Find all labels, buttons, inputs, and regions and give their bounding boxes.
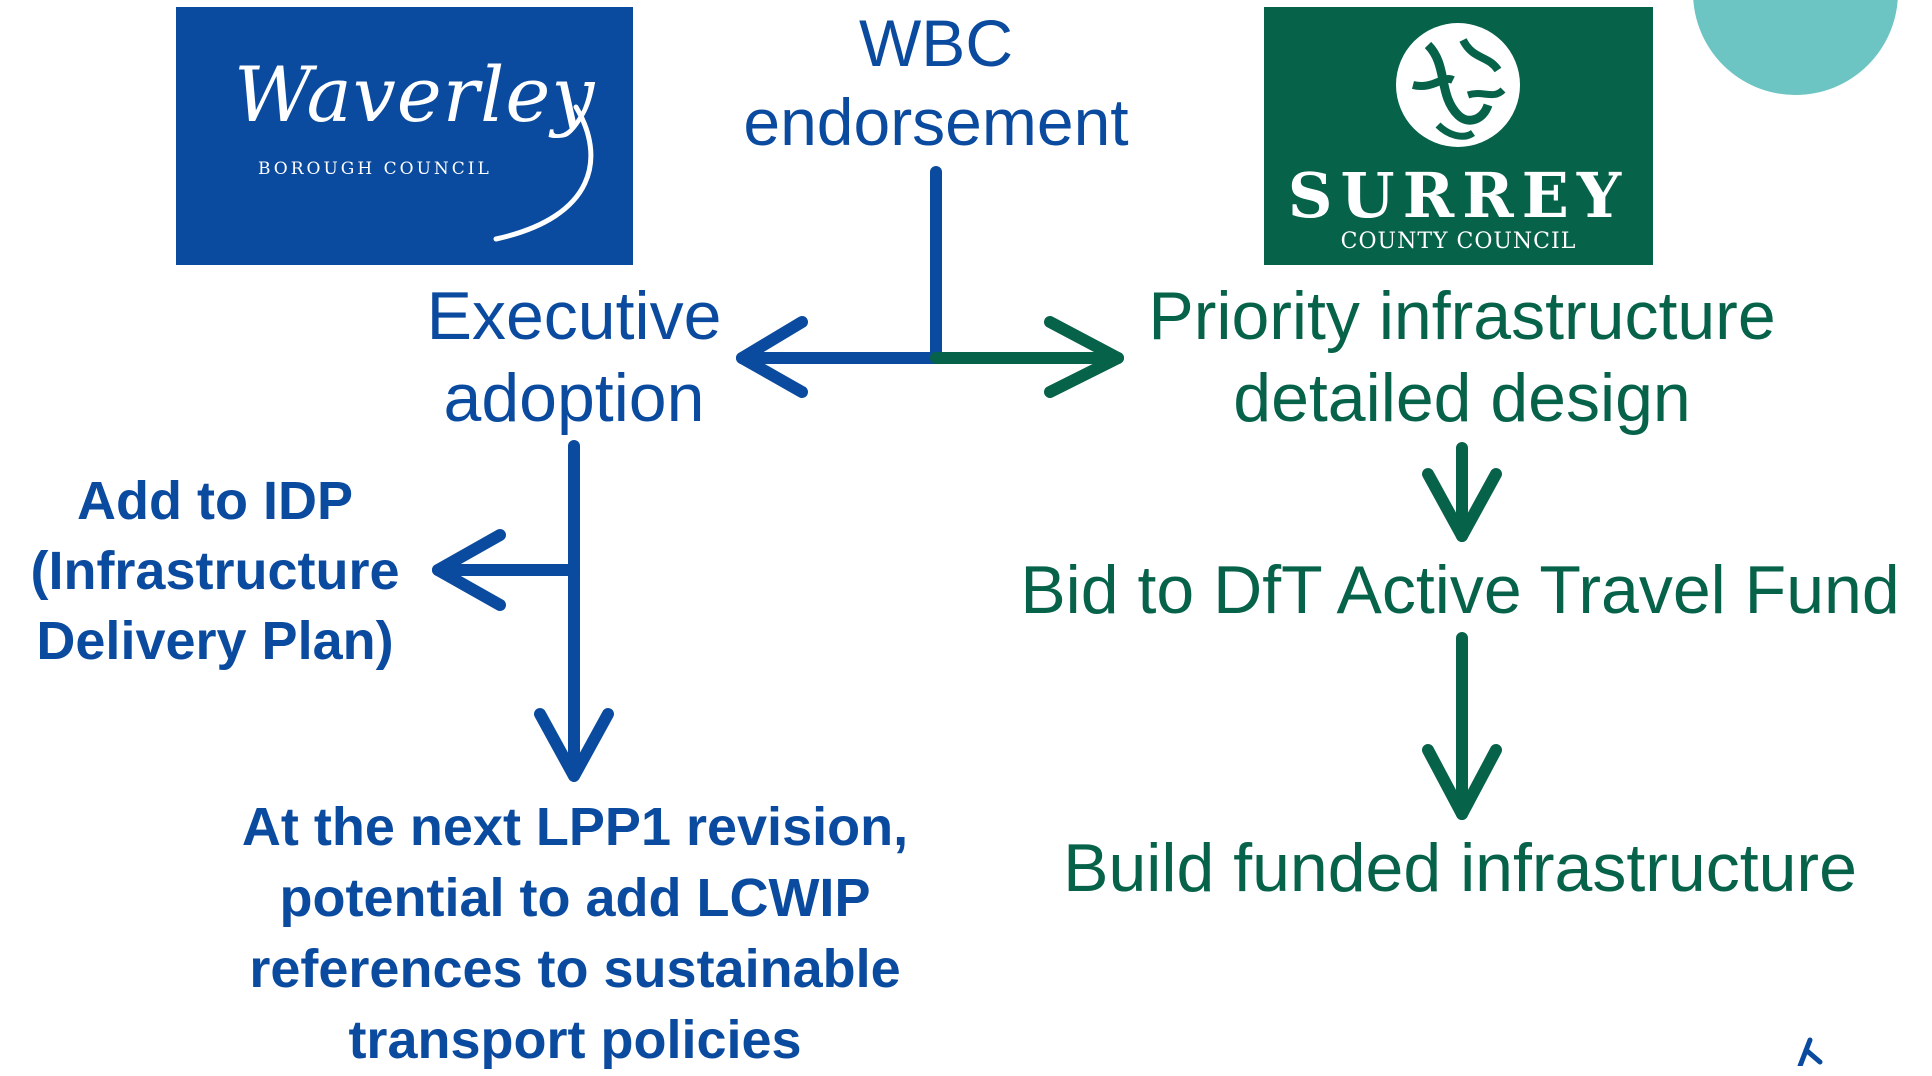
arrow-to-bid-head-icon [1422, 468, 1502, 542]
node-executive-adoption: Executive adoption [394, 276, 754, 439]
handwriting-fragment [1797, 1037, 1823, 1066]
node-bid-dft: Bid to DfT Active Travel Fund [1000, 550, 1920, 632]
waverley-logo: Waverley BOROUGH COUNCIL [176, 7, 633, 265]
lpp1-line2: potential to add LCWIP [279, 868, 871, 928]
executive-line1: Executive [426, 278, 722, 354]
waverley-logo-name: Waverley [234, 50, 596, 139]
waverley-swoosh-icon [493, 104, 594, 242]
surrey-logo: SURREY COUNTY COUNCIL [1264, 7, 1653, 265]
priority-line1: Priority infrastructure [1148, 278, 1776, 354]
node-priority-design: Priority infrastructure detailed design [1112, 276, 1812, 439]
wbc-line2: endorsement [743, 85, 1129, 160]
node-wbc-endorsement: WBC endorsement [686, 4, 1186, 162]
node-lpp1-revision: At the next LPP1 revision, potential to … [180, 792, 970, 1076]
bid-line1: Bid to DfT Active Travel Fund [1020, 552, 1900, 628]
priority-line2: detailed design [1233, 359, 1691, 436]
idp-line2: (Infrastructure [30, 541, 400, 601]
arrow-to-build-head-icon [1422, 744, 1502, 820]
executive-line2: adoption [443, 359, 705, 436]
arrow-to-lpp1-head-icon [534, 708, 614, 782]
lpp1-line4: transport policies [348, 1010, 802, 1070]
node-add-to-idp: Add to IDP (Infrastructure Delivery Plan… [0, 466, 430, 676]
arrow-to-executive-head-icon [736, 316, 808, 398]
idp-line1: Add to IDP [77, 471, 353, 531]
surrey-logo-name: SURREY [1287, 159, 1630, 232]
idp-line3: Delivery Plan) [36, 611, 394, 671]
node-build-infrastructure: Build funded infrastructure [1030, 828, 1890, 910]
lpp1-line3: references to sustainable [249, 939, 901, 999]
build-line1: Build funded infrastructure [1063, 830, 1857, 906]
surrey-logo-subtitle: COUNTY COUNCIL [1340, 229, 1577, 254]
oak-leaf-icon [1396, 23, 1520, 147]
arrow-to-idp-head-icon [432, 529, 506, 611]
arrow-to-priority-head-icon [1044, 316, 1124, 398]
wbc-line1: WBC [859, 6, 1013, 80]
lpp1-line1: At the next LPP1 revision, [241, 797, 909, 857]
waverley-logo-subtitle: BOROUGH COUNCIL [258, 159, 492, 179]
